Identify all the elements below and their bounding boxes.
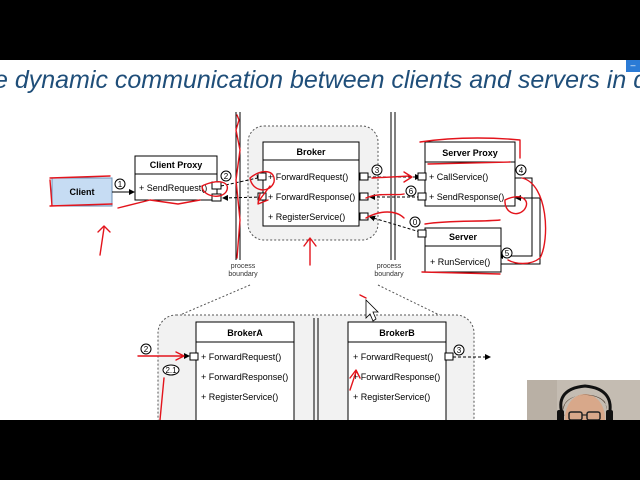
webcam-overlay bbox=[527, 380, 640, 420]
envelope-icon bbox=[359, 212, 369, 221]
server-class: Server + RunService() bbox=[424, 227, 502, 273]
process-boundary-right bbox=[390, 112, 396, 260]
client-label: Client bbox=[69, 187, 94, 197]
slide: e dynamic communication between clients … bbox=[0, 60, 640, 420]
step-badge bbox=[162, 364, 180, 376]
step-badge bbox=[140, 343, 152, 355]
step-label: 2.1 bbox=[165, 366, 177, 375]
server-proxy-op: + SendResponse() bbox=[429, 192, 504, 202]
boundary-label-right-2: boundary bbox=[374, 271, 404, 278]
envelope-icon bbox=[417, 229, 427, 238]
envelope-icon bbox=[444, 352, 454, 361]
broker-b-op: + RegisterService() bbox=[353, 392, 430, 402]
server-op: + RunService() bbox=[430, 257, 490, 267]
envelope-icon bbox=[359, 192, 369, 201]
step-badge bbox=[371, 164, 383, 176]
client-proxy-title: Client Proxy bbox=[150, 160, 203, 170]
server-proxy-title: Server Proxy bbox=[442, 148, 498, 158]
broker-a-op: + RegisterService() bbox=[201, 392, 278, 402]
envelope-icon bbox=[211, 193, 222, 202]
step-label: 4 bbox=[519, 166, 524, 175]
server-title: Server bbox=[449, 232, 478, 242]
broker-b-op: + ForwardResponse() bbox=[353, 372, 440, 382]
step-label: 1 bbox=[118, 180, 123, 189]
broker-op: + ForwardResponse() bbox=[268, 192, 355, 202]
client-proxy-op: + SendRequest() bbox=[139, 183, 207, 193]
step-label: 3 bbox=[375, 166, 380, 175]
envelope-icon bbox=[359, 172, 369, 181]
step-label: 5 bbox=[505, 249, 510, 258]
step-label: 2 bbox=[224, 172, 229, 181]
server-proxy-op: + CallService() bbox=[429, 172, 488, 182]
broker-a-op: + ForwardResponse() bbox=[201, 372, 288, 382]
step-badge bbox=[501, 247, 513, 259]
step-label: 0 bbox=[413, 218, 418, 227]
client-proxy-class: Client Proxy + SendRequest() bbox=[134, 155, 218, 201]
step-badge bbox=[405, 185, 417, 197]
step-badge bbox=[409, 216, 421, 228]
boundary-label-left-1: process bbox=[231, 263, 256, 270]
broker-title: Broker bbox=[296, 147, 326, 157]
cursor-icon bbox=[365, 299, 379, 322]
step-label: 3 bbox=[457, 346, 462, 355]
broker-pattern-diagram: process boundary process boundary Client… bbox=[49, 112, 547, 420]
envelope-icon bbox=[417, 172, 427, 181]
boundary-label-left-2: boundary bbox=[228, 271, 258, 278]
broker-class: Broker + ForwardRequest() + ForwardRespo… bbox=[262, 141, 360, 227]
envelope-icon bbox=[211, 181, 222, 190]
red-ink-annotations bbox=[49, 114, 547, 420]
broker-op: + ForwardRequest() bbox=[268, 172, 348, 182]
broker-b-op: + ForwardRequest() bbox=[353, 352, 433, 362]
broker-op: + RegisterService() bbox=[268, 212, 345, 222]
step-label: 6 bbox=[409, 187, 414, 196]
broker-a-op: + ForwardRequest() bbox=[201, 352, 281, 362]
step-badge bbox=[453, 344, 465, 356]
step-badge bbox=[220, 170, 232, 182]
broker-b-title: BrokerB bbox=[379, 328, 415, 338]
broker-a-class: BrokerA + ForwardRequest() + ForwardResp… bbox=[195, 321, 295, 420]
envelope-icon bbox=[189, 352, 199, 361]
step-badge bbox=[515, 164, 527, 176]
step-badge bbox=[114, 178, 126, 190]
step-label: 2 bbox=[144, 345, 149, 354]
envelope-icon bbox=[257, 172, 267, 181]
broker-b-class: BrokerB + ForwardRequest() + ForwardResp… bbox=[347, 321, 447, 420]
boundary-label-right-1: process bbox=[377, 263, 402, 270]
presenter-avatar bbox=[527, 380, 640, 420]
client-box bbox=[51, 177, 113, 207]
minimize-icon[interactable]: – bbox=[626, 60, 640, 72]
slide-title: e dynamic communication between clients … bbox=[0, 66, 640, 94]
envelope-icon bbox=[417, 192, 427, 201]
server-proxy-class: Server Proxy + CallService() + SendRespo… bbox=[424, 141, 516, 207]
broker-a-title: BrokerA bbox=[227, 328, 263, 338]
